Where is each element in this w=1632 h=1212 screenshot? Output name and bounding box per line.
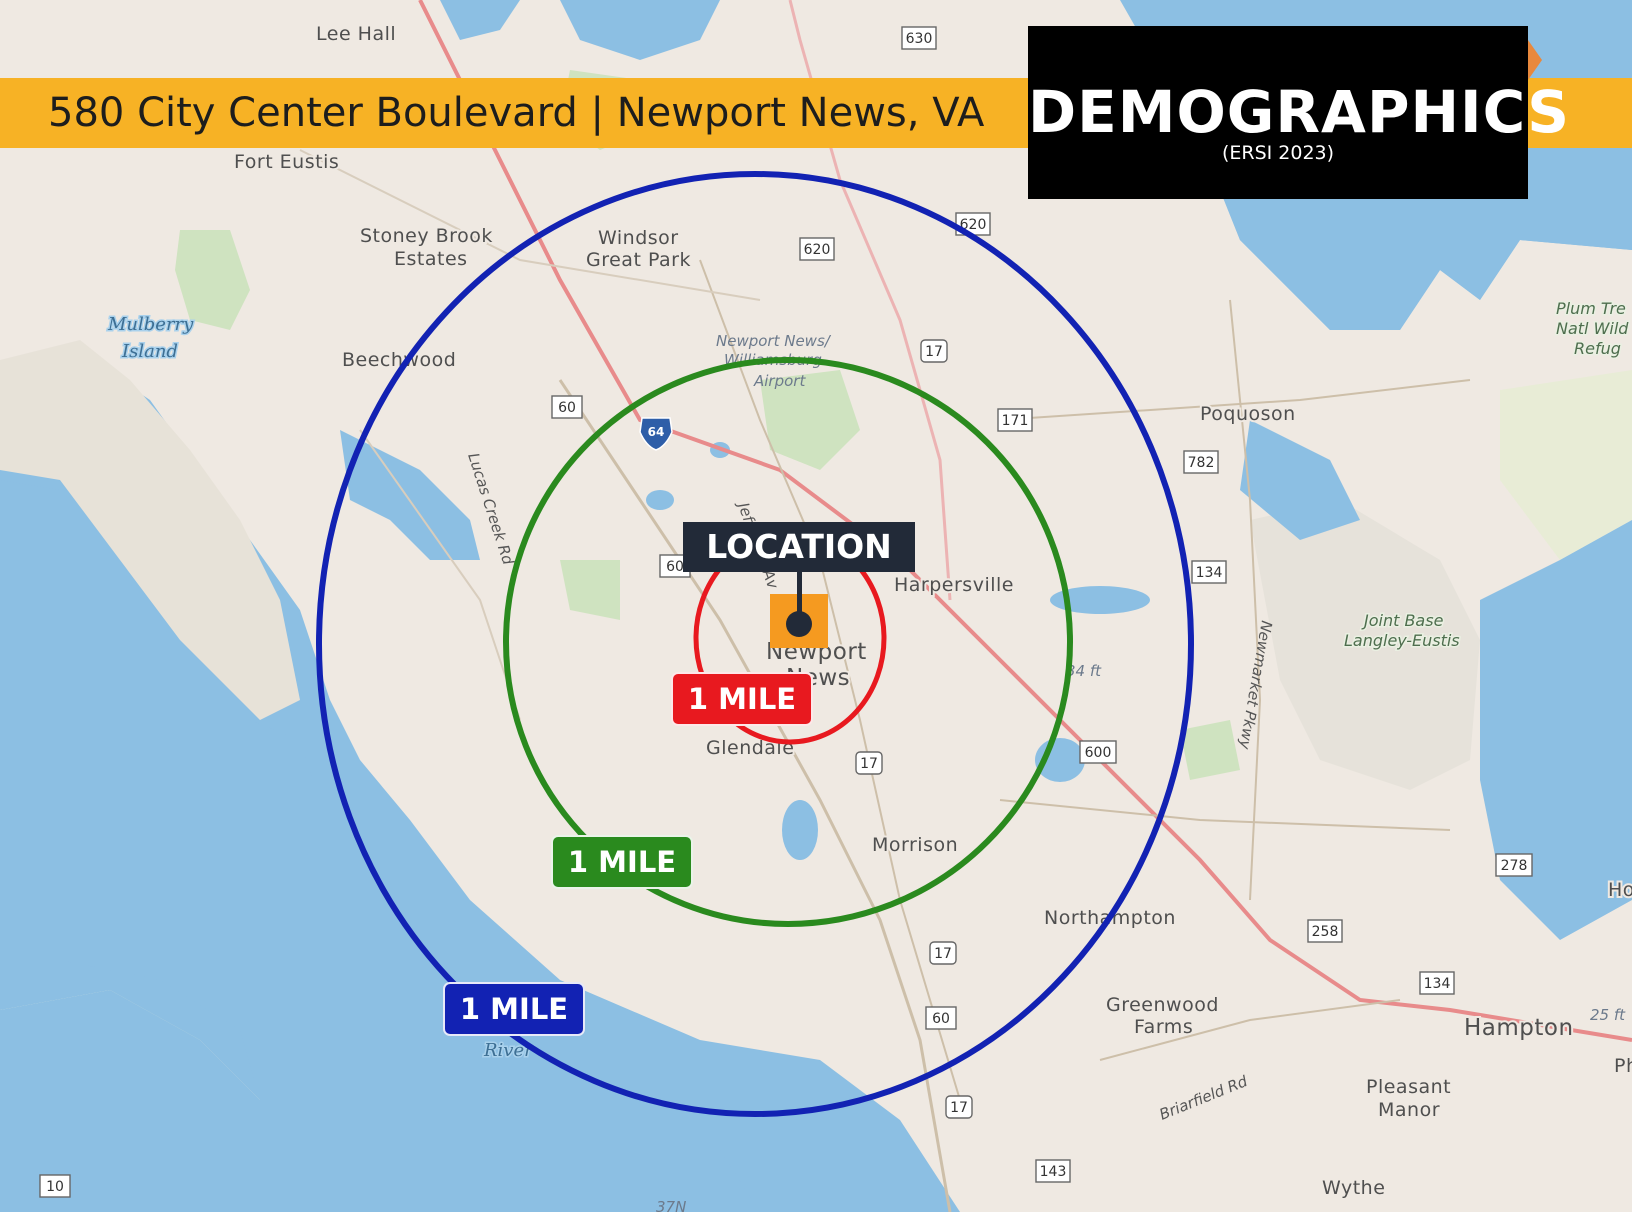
label-edge-ph: Ph: [1614, 1055, 1632, 1077]
svg-text:134: 134: [1196, 565, 1223, 581]
svg-text:171: 171: [1002, 413, 1029, 429]
svg-text:278: 278: [1501, 858, 1528, 874]
label-harpersville: Harpersville: [894, 574, 1014, 596]
outer-radius-label: 1 MILE: [443, 982, 585, 1036]
label-plum: Plum Tre: [1556, 299, 1626, 318]
svg-text:10: 10: [46, 1179, 64, 1195]
label-lee-hall: Lee Hall: [316, 23, 396, 45]
label-greenwood-2: Farms: [1134, 1016, 1193, 1038]
svg-text:17: 17: [860, 756, 878, 772]
label-windsor-2: Great Park: [586, 249, 691, 271]
shield-17-d: 17: [945, 1095, 973, 1119]
outer-radius-ring: [316, 171, 1194, 1117]
data-source: (ERSI 2023): [1221, 142, 1335, 164]
roads-layer: [299, 0, 1632, 1212]
location-pin-dot: [786, 611, 812, 637]
shield-60-c: 60: [925, 1006, 957, 1030]
shield-171: 171: [997, 408, 1033, 432]
location-label: LOCATION: [683, 522, 915, 572]
inner-radius-label: 1 MILE: [671, 672, 813, 726]
label-greenwood: Greenwood: [1106, 994, 1219, 1016]
label-edge-ho: Ho: [1608, 879, 1632, 901]
label-mulberry: Mulberry: [107, 314, 194, 335]
demographics-title: DEMOGRAPHICS: [1028, 78, 1570, 146]
location-pin-stem: [797, 572, 802, 624]
shield-620-a: 620: [799, 237, 835, 261]
svg-text:600: 600: [1085, 745, 1112, 761]
svg-text:60: 60: [558, 400, 576, 416]
svg-text:258: 258: [1312, 924, 1339, 940]
middle-radius-label: 1 MILE: [551, 835, 693, 889]
svg-text:60: 60: [932, 1011, 950, 1027]
panel-accent: [1528, 40, 1542, 80]
demographics-panel: DEMOGRAPHICS (ERSI 2023): [1028, 26, 1570, 199]
label-hampton: Hampton: [1464, 1015, 1574, 1041]
place-labels: Lee Hall Fort Eustis Stoney Brook Estate…: [106, 21, 1632, 1212]
route-shields: 630 620 620 60 60 60 17 17 17 17 171 782…: [39, 26, 1533, 1198]
label-poquoson: Poquoson: [1200, 403, 1296, 425]
label-elevation-2: 25 ft: [1590, 1006, 1626, 1024]
middle-radius-ring: [503, 357, 1073, 927]
shield-17-c: 17: [929, 941, 957, 965]
label-fort-eustis: Fort Eustis: [234, 151, 339, 173]
shield-134-a: 134: [1191, 560, 1227, 584]
svg-text:620: 620: [804, 242, 831, 258]
shield-i64: 64: [639, 417, 673, 451]
label-depth: 37N: [656, 1198, 686, 1212]
label-mulberry-2: Island: [121, 341, 178, 362]
shield-600: 600: [1079, 740, 1117, 764]
shield-60-a: 60: [551, 395, 583, 419]
shield-143: 143: [1035, 1159, 1071, 1183]
shield-134-b: 134: [1419, 971, 1455, 995]
svg-text:630: 630: [906, 31, 933, 47]
svg-text:143: 143: [1040, 1164, 1067, 1180]
svg-text:17: 17: [950, 1100, 968, 1116]
label-pleasant-2: Manor: [1378, 1099, 1440, 1121]
shield-60-b: 60: [659, 554, 691, 578]
shield-17-b: 17: [855, 751, 883, 775]
svg-text:620: 620: [960, 217, 987, 233]
label-elevation: 34 ft: [1066, 662, 1102, 680]
svg-text:134: 134: [1424, 976, 1451, 992]
shield-630: 630: [901, 26, 937, 50]
svg-text:17: 17: [934, 946, 952, 962]
shield-10: 10: [39, 1174, 71, 1198]
shield-17-a: 17: [920, 339, 948, 363]
svg-text:64: 64: [648, 425, 665, 439]
label-langley-2: Langley-Eustis: [1344, 631, 1460, 650]
label-windsor: Windsor: [598, 227, 679, 249]
label-stoney-brook: Stoney Brook: [360, 225, 493, 247]
label-airport: Newport News/: [716, 332, 832, 350]
label-morrison: Morrison: [872, 834, 958, 856]
label-airport-3: Airport: [753, 372, 806, 390]
svg-text:17: 17: [925, 344, 943, 360]
shield-258: 258: [1307, 919, 1343, 943]
label-plum-2: Natl Wild: [1556, 319, 1629, 338]
label-stoney-brook-2: Estates: [394, 248, 468, 270]
shield-782: 782: [1183, 450, 1219, 474]
label-wythe: Wythe: [1322, 1177, 1385, 1199]
svg-text:782: 782: [1188, 455, 1215, 471]
label-plum-3: Refug: [1574, 339, 1621, 358]
property-address: 580 City Center Boulevard | Newport News…: [48, 90, 985, 136]
svg-text:60: 60: [666, 559, 684, 575]
label-pleasant: Pleasant: [1366, 1076, 1451, 1098]
shield-278: 278: [1495, 853, 1533, 877]
label-langley: Joint Base: [1361, 611, 1444, 630]
